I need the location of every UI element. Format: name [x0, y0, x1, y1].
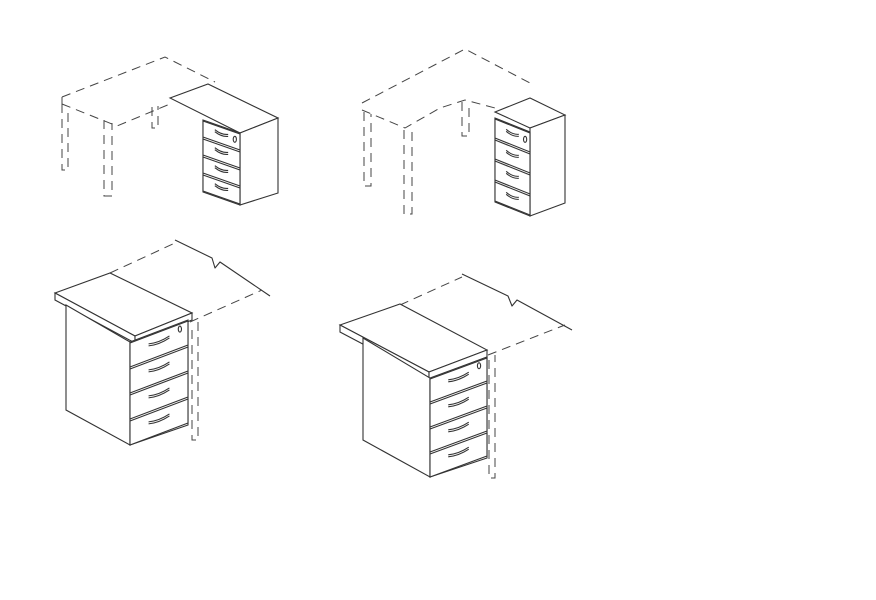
lock-icon: [232, 135, 237, 143]
drawer-handle: [448, 371, 470, 383]
drawer-handle: [505, 170, 519, 179]
drawer-handle: [448, 446, 470, 458]
drawer-handle: [505, 149, 519, 158]
pedestal-side: [529, 114, 566, 217]
drawer-handle: [448, 396, 470, 408]
drawer-handle: [214, 183, 229, 192]
drawer-handle: [505, 191, 519, 200]
lock-icon: [177, 325, 183, 333]
drawer-handle: [148, 335, 170, 347]
drawer-handle: [214, 165, 229, 174]
drawer-handle: [505, 128, 519, 137]
drawer-handle: [448, 421, 470, 433]
figure-l-desk: [61, 56, 280, 206]
drawer-handle: [148, 413, 170, 425]
pedestal-side: [239, 117, 279, 206]
figure-pedestal-left: [53, 239, 271, 446]
figure-corner-desk: [361, 48, 567, 217]
lock-icon: [476, 362, 482, 370]
drawer-handle: [214, 147, 229, 156]
drawer-handle: [148, 361, 170, 373]
figure-pedestal-right: [338, 273, 573, 479]
drawer-handle: [148, 387, 170, 399]
drawer-handle: [214, 129, 229, 138]
lock-icon: [522, 135, 528, 143]
